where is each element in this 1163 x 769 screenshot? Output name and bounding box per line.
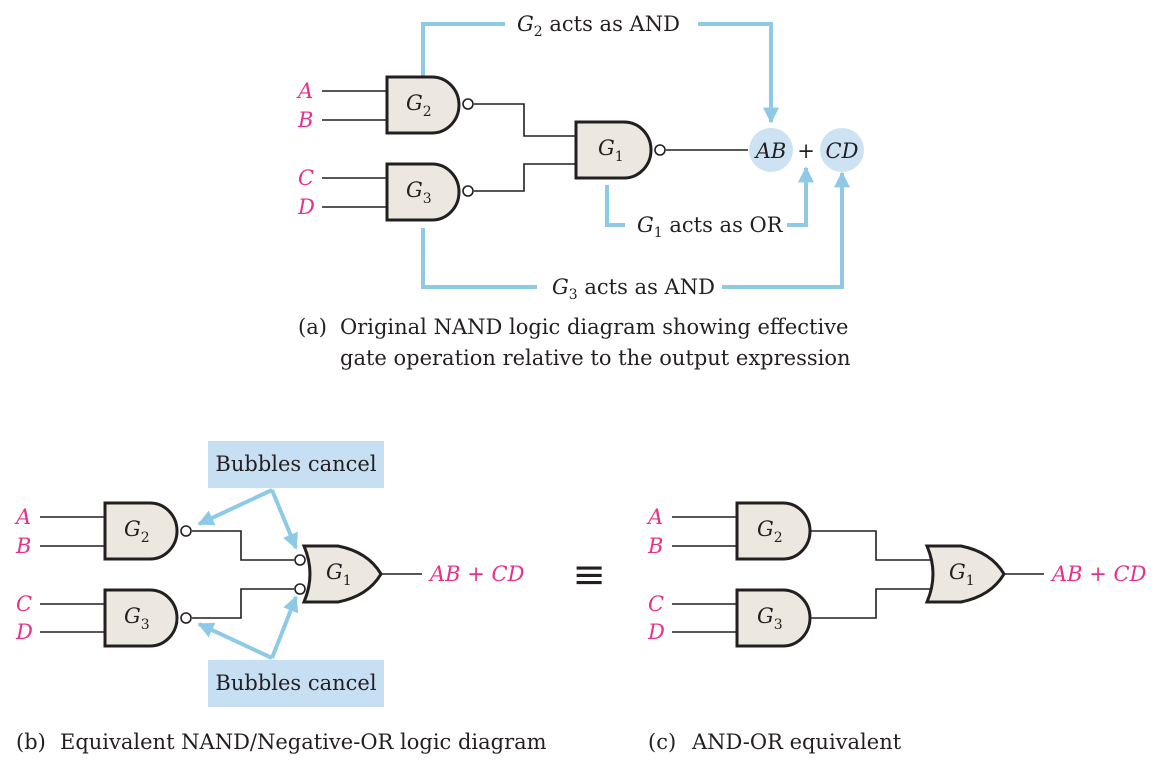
g1-b-input-bubble-top	[294, 554, 306, 566]
caption-c-label: (c)	[648, 730, 676, 754]
and-gate-g2-c	[735, 501, 812, 561]
nand-gate-g1	[574, 120, 653, 180]
b-gate-label-g1: G1	[326, 560, 352, 589]
callout-box-bottom	[208, 660, 384, 707]
and-gate-g3-c	[735, 588, 812, 648]
note-g3-acts-as-and: G3 acts as AND	[552, 275, 715, 303]
ab-term-circle	[749, 128, 793, 172]
output-term-cd: CD	[826, 139, 859, 163]
part-b-diagram: A B C D G2 G3 G1 AB + CD Bubbles cancel …	[14, 441, 547, 754]
equivalence-symbol: ≡	[572, 552, 606, 598]
wire-b-g2-to-g1	[192, 530, 294, 561]
g3-b-output-bubble	[180, 612, 192, 624]
input-label-b: B	[297, 108, 313, 132]
g3-annotation-line	[421, 228, 537, 289]
g3-annotation-arrow	[722, 171, 850, 289]
wire-g3-to-g1	[474, 163, 575, 192]
nand-gate-g3-b	[103, 588, 179, 648]
g2-b-output-bubble	[180, 525, 192, 537]
caption-a-label: (a)	[298, 315, 327, 339]
input-label-c: C	[298, 166, 314, 190]
wire-b-g3-to-g1	[192, 588, 294, 619]
b-input-label-a: A	[14, 505, 31, 529]
b-gate-label-g2: G2	[124, 517, 150, 546]
caption-b-label: (b)	[16, 730, 46, 754]
g3-output-bubble	[462, 185, 474, 197]
wire-c-g3-to-g1	[810, 588, 934, 619]
callout-text-bottom: Bubbles cancel	[215, 671, 376, 695]
c-gate-label-g1: G1	[949, 560, 975, 589]
c-input-label-c: C	[648, 592, 664, 616]
input-label-d: D	[297, 195, 315, 219]
callout-arrow-g2-bubble	[197, 488, 273, 526]
output-plus: +	[797, 139, 815, 163]
c-input-label-a: A	[646, 505, 663, 529]
nand-gate-g2-b	[103, 501, 179, 561]
g2-annotation-line	[421, 22, 505, 76]
callout-arrow-g1-bottom-bubble	[270, 595, 299, 659]
note-g2-acts-as-and: G2 acts as AND	[517, 12, 680, 40]
negative-or-gate-g1	[301, 544, 383, 604]
caption-b-text: Equivalent NAND/Negative-OR logic diagra…	[60, 730, 547, 754]
g1-annotation-arrow	[787, 166, 814, 227]
b-input-label-c: C	[16, 592, 32, 616]
c-gate-label-g3: G3	[757, 604, 783, 633]
nand-gate-g3	[385, 162, 461, 222]
cd-term-circle	[820, 128, 864, 172]
b-input-label-d: D	[15, 620, 33, 644]
part-c-diagram: A B C D G2 G3 G1 AB + CD (c) AND-OR equi…	[646, 501, 1147, 754]
caption-c-text: AND-OR equivalent	[691, 730, 902, 754]
g2-output-bubble	[462, 98, 474, 110]
callout-arrow-g1-top-bubble	[270, 489, 298, 550]
nand-gate-g2	[385, 75, 461, 135]
c-output-expression: AB + CD	[1050, 562, 1147, 586]
b-input-label-b: B	[15, 534, 31, 558]
c-input-label-d: D	[647, 620, 665, 644]
caption-a-line2: gate operation relative to the output ex…	[340, 346, 851, 370]
c-input-label-b: B	[647, 534, 663, 558]
g1-annotation-line	[605, 185, 625, 227]
wire-g2-to-g1	[474, 103, 575, 137]
note-g1-acts-as-or: G1 acts as OR	[637, 213, 784, 241]
part-a-diagram: A B C D G2 G3 G1 AB + CD G2 acts as AND …	[296, 12, 864, 370]
callout-arrow-g3-bubble	[197, 622, 273, 660]
c-gate-label-g2: G2	[757, 517, 783, 546]
gate-label-g3: G3	[406, 178, 432, 207]
input-label-a: A	[296, 79, 313, 103]
output-term-ab: AB	[754, 139, 787, 163]
wire-c-g2-to-g1	[810, 530, 934, 561]
g2-annotation-arrow	[698, 22, 779, 124]
caption-a-line1: Original NAND logic diagram showing effe…	[340, 315, 848, 339]
gate-label-g2: G2	[406, 91, 432, 120]
b-gate-label-g3: G3	[124, 604, 150, 633]
gate-label-g1: G1	[598, 136, 624, 165]
callout-text-top: Bubbles cancel	[215, 452, 376, 476]
b-output-expression: AB + CD	[428, 562, 525, 586]
g1-b-input-bubble-bottom	[294, 583, 306, 595]
callout-box-top	[208, 441, 384, 488]
or-gate-g1-c	[924, 544, 1006, 604]
g1-output-bubble	[654, 144, 666, 156]
